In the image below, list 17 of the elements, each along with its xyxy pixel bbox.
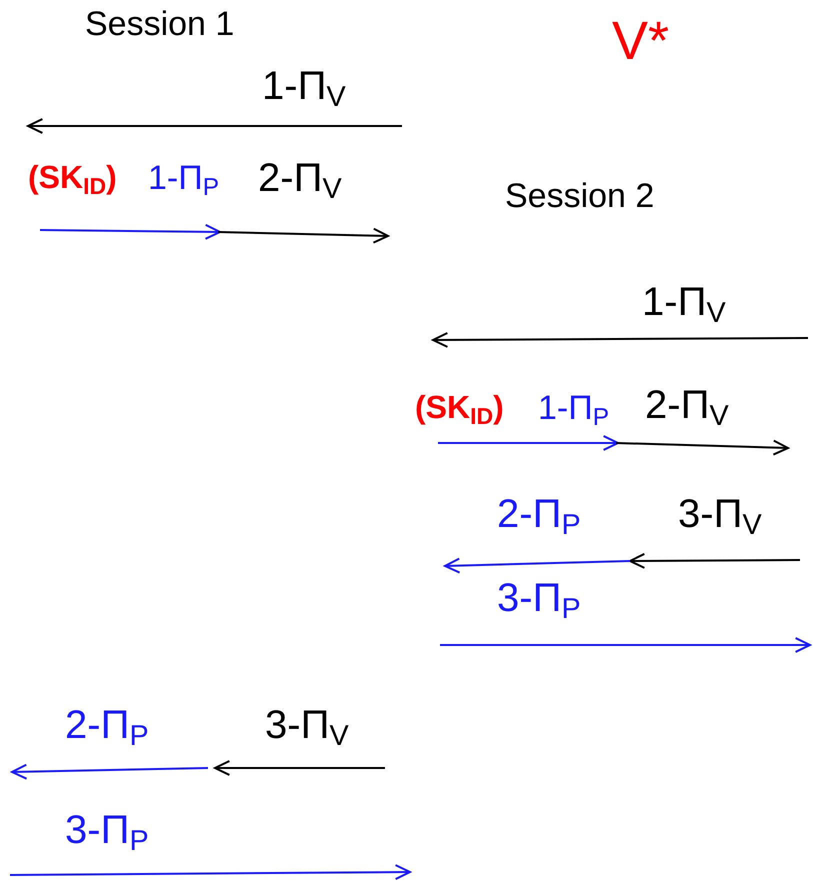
message-label: 3-Π$_{V}$ (678, 492, 762, 542)
message-label: 2-Π$_{P}$ (497, 492, 581, 542)
session-heading: Session 2 (505, 178, 654, 216)
message-label: 1-Π$_{V}$ (642, 280, 726, 330)
message-label: 2-Π$_{P}$ (65, 703, 149, 753)
verifier-label: V* (612, 12, 670, 72)
message-label: 2-Π$_{V}$ (258, 156, 342, 206)
message-label: 3-Π$_{P}$ (497, 576, 581, 626)
message-label: 3-Π$_{P}$ (65, 808, 149, 858)
message-label: 1-Π$_{V}$ (262, 64, 346, 114)
message-label: 2-Π$_{V}$ (645, 383, 729, 433)
session-heading: Session 1 (85, 6, 234, 44)
secret-key-label: (SK$_{ID}$) (28, 160, 117, 200)
message-label: 1-Π$_{P}$ (538, 390, 610, 432)
message-label: 3-Π$_{V}$ (265, 703, 349, 753)
message-label: 1-Π$_{P}$ (148, 160, 220, 202)
secret-key-label: (SK$_{ID}$) (415, 390, 504, 430)
